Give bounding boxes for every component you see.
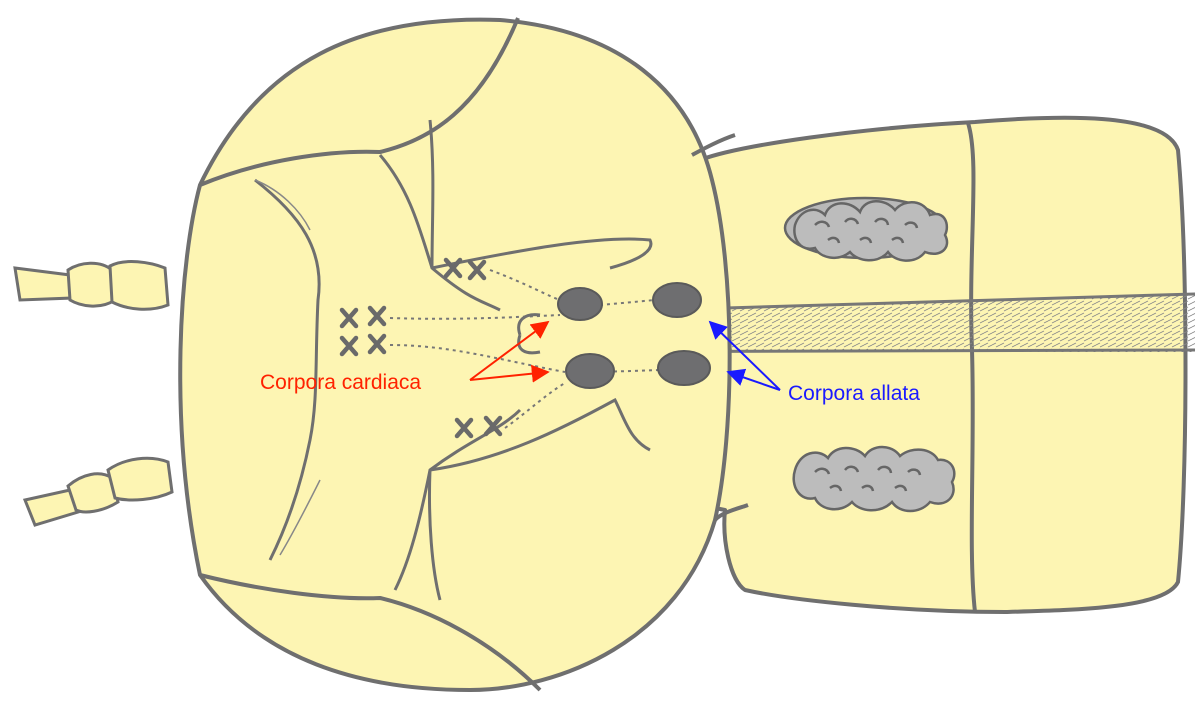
corpus-cardiacum-lower [566,354,614,388]
thoracic-cluster-lower [794,447,955,511]
thorax [700,118,1186,612]
label-corpora-allata: Corpora allata [788,382,920,405]
antenna-upper [15,262,168,310]
label-corpora-cardiaca: Corpora cardiaca [260,371,421,394]
corpus-cardiacum-upper [558,288,602,320]
corpus-allatum-upper [653,283,701,317]
antenna-lower [25,458,172,525]
corpus-allatum-lower [658,351,710,385]
